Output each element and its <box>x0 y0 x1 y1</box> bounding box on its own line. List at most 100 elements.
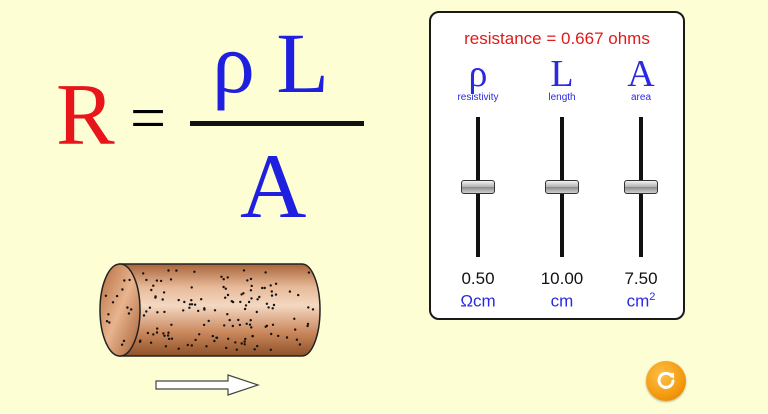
wire-particle <box>267 306 270 309</box>
wire-particle <box>225 346 228 350</box>
length-value: 10.00 <box>540 269 584 288</box>
circular-arrow-icon <box>657 371 675 389</box>
wire-particle <box>167 331 170 334</box>
wire-particle <box>107 313 110 316</box>
wire-particle <box>150 288 153 292</box>
wire-particle <box>190 303 194 306</box>
wire-particle <box>251 334 254 338</box>
wire-particle <box>243 340 246 343</box>
wire-particle <box>285 336 289 339</box>
wire-particle <box>307 271 311 274</box>
wire-particle <box>298 343 302 346</box>
equation-equals-sign: = <box>130 82 167 153</box>
wire-particle <box>244 337 247 341</box>
length-slider-thumb[interactable] <box>545 180 579 194</box>
wire-particle <box>170 337 174 340</box>
wire-particle <box>193 303 197 306</box>
wire-particle <box>250 326 253 329</box>
wire-particle <box>215 336 219 339</box>
wire-particle <box>222 278 225 281</box>
wire-particle <box>256 298 259 301</box>
wire-particle <box>121 288 124 291</box>
wire-particle <box>111 301 115 304</box>
wire-particle <box>193 270 196 273</box>
control-panel: resistance = 0.667 ohms ρ resistivity 0.… <box>429 11 685 320</box>
wire-particle <box>169 278 173 281</box>
wire-particle <box>213 339 216 343</box>
wire-particle <box>306 322 310 326</box>
wire-particle <box>200 298 203 301</box>
wire-particle <box>243 343 246 346</box>
wire-particle <box>256 344 259 348</box>
wire-particle <box>170 323 173 326</box>
equation-resistance-symbol: R <box>56 67 115 164</box>
wire-particle <box>194 338 197 342</box>
wire-particle <box>255 310 258 314</box>
wire-particle <box>258 295 261 299</box>
wire-particle <box>249 319 252 322</box>
wire-particle <box>295 338 299 341</box>
wire-particle <box>104 294 108 297</box>
wire-particle <box>183 300 186 304</box>
wire-particle <box>177 347 180 350</box>
wire-particle <box>149 341 153 344</box>
wire-particle <box>152 284 155 287</box>
area-label: area <box>630 92 651 103</box>
wire-particle <box>247 300 251 304</box>
wire-particle <box>122 339 126 343</box>
resistivity-slider-thumb[interactable] <box>461 180 495 194</box>
wire-particle <box>190 286 193 289</box>
wire-particle <box>207 319 210 323</box>
equation-numerator: ρ L <box>212 15 329 111</box>
wire-particle <box>213 309 217 312</box>
wire-particle <box>228 318 231 322</box>
wire-particle <box>272 303 276 307</box>
wire-particle <box>164 345 168 348</box>
wire-particle <box>226 313 229 316</box>
wire-particle <box>242 292 245 295</box>
wire-particle <box>261 286 264 290</box>
wire-particle <box>175 269 178 272</box>
wire-particle <box>186 343 189 347</box>
wire-particle <box>223 324 226 327</box>
wire-particle <box>127 312 131 315</box>
wire-particle <box>274 282 278 285</box>
wire-particle <box>142 314 146 317</box>
length-symbol: L <box>550 53 574 95</box>
wire-particle <box>288 290 292 293</box>
area-symbol: A <box>627 53 655 95</box>
reset-button[interactable] <box>646 361 686 401</box>
wire-particle <box>142 272 145 275</box>
wire-particle <box>167 269 170 272</box>
wire-particle <box>203 308 206 311</box>
wire-particle <box>115 294 119 298</box>
wire-particle <box>243 307 247 311</box>
wire-particle <box>306 324 309 328</box>
wire-particle <box>240 342 243 345</box>
wire-particle <box>248 323 252 326</box>
wire-particle <box>271 323 275 326</box>
wire-particle <box>154 296 157 299</box>
area-slider-thumb[interactable] <box>624 180 658 194</box>
wire-particle <box>155 279 159 282</box>
wire-particle <box>205 345 208 348</box>
wire-particle <box>249 289 253 292</box>
wire-particle <box>242 269 246 272</box>
wire-particle <box>271 307 274 310</box>
area-slider-group: A area 7.50 cm2 <box>606 53 676 311</box>
wire-particle <box>188 303 192 306</box>
wire-particle <box>220 275 223 278</box>
wire-particle <box>270 294 274 297</box>
wire-particle <box>138 340 142 343</box>
wire-particle <box>270 332 273 336</box>
wire-particle <box>227 337 230 340</box>
resistivity-slider-group: ρ resistivity 0.50 Ωcm <box>443 53 513 311</box>
wire-particle <box>197 309 200 313</box>
wire-particle <box>126 306 129 309</box>
resistance-readout: resistance = 0.667 ohms <box>464 29 650 48</box>
wire-particle <box>311 308 315 311</box>
wire-particle <box>211 334 214 338</box>
wire-particle <box>128 278 131 282</box>
resistivity-symbol: ρ <box>468 53 488 95</box>
wire-particle <box>159 279 163 283</box>
